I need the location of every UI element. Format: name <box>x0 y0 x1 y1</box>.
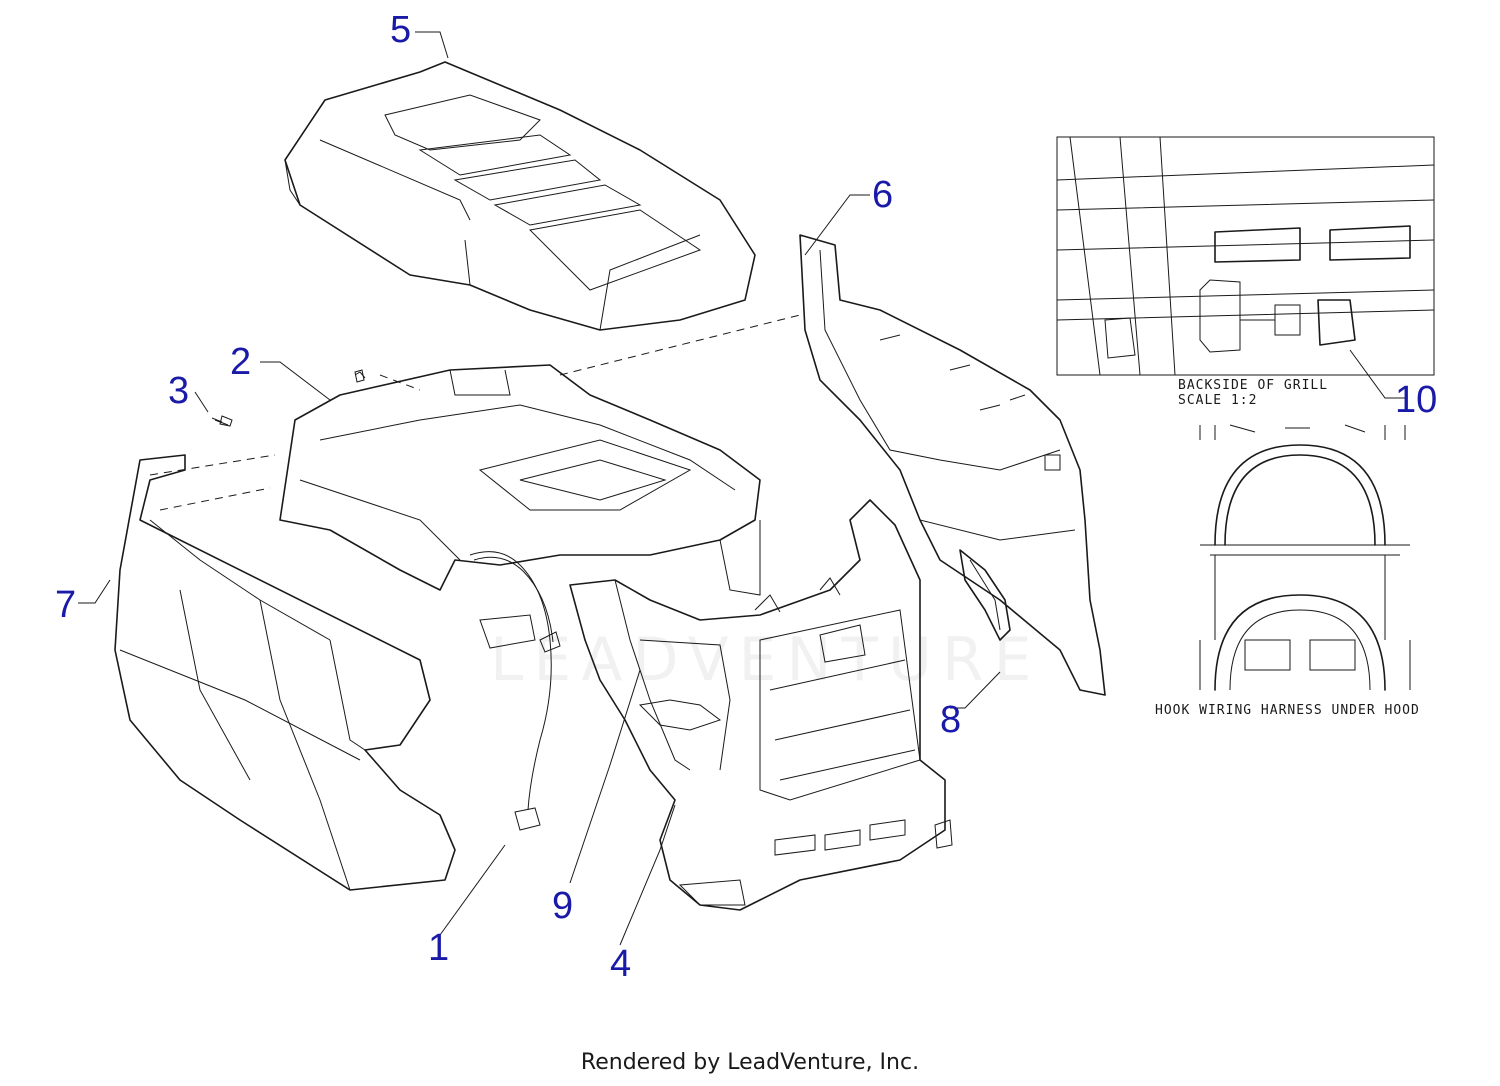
callout-4: 4 <box>610 943 631 985</box>
callout-9: 9 <box>552 885 573 927</box>
part-5-hood-top <box>284 61 756 331</box>
part-7-left-side-panel <box>114 454 456 891</box>
part-3-screw <box>211 415 233 427</box>
callout-8: 8 <box>940 699 961 741</box>
part-2-hood-frame <box>214 364 761 596</box>
part-9-bracket <box>479 614 722 731</box>
part-1-wiring-harness <box>469 551 561 831</box>
callout-leaders <box>78 31 1405 946</box>
watermark-text: LEADVENTURE <box>490 625 1042 695</box>
callout-10: 10 <box>1395 379 1437 421</box>
detail-top-scale: SCALE 1:2 <box>1178 393 1257 408</box>
screw-2 <box>354 369 365 383</box>
detail-hook-wiring-harness <box>1199 424 1411 691</box>
part-8-side-bracket <box>959 549 1011 641</box>
callout-3: 3 <box>168 370 189 412</box>
footer-credit: Rendered by LeadVenture, Inc. <box>580 1050 920 1075</box>
part-4-front-grill <box>569 499 953 911</box>
detail-top-title: BACKSIDE OF GRILL <box>1178 378 1328 393</box>
alignment-lines <box>149 314 801 511</box>
callout-2: 2 <box>230 341 251 383</box>
callout-5: 5 <box>390 9 411 51</box>
detail-bottom-caption: HOOK WIRING HARNESS UNDER HOOD <box>1155 703 1420 718</box>
callout-7: 7 <box>55 584 76 626</box>
part-6-right-side-panel <box>799 234 1106 696</box>
callout-6: 6 <box>872 174 893 216</box>
detail-backside-of-grill <box>1056 136 1435 376</box>
callout-1: 1 <box>428 927 449 969</box>
